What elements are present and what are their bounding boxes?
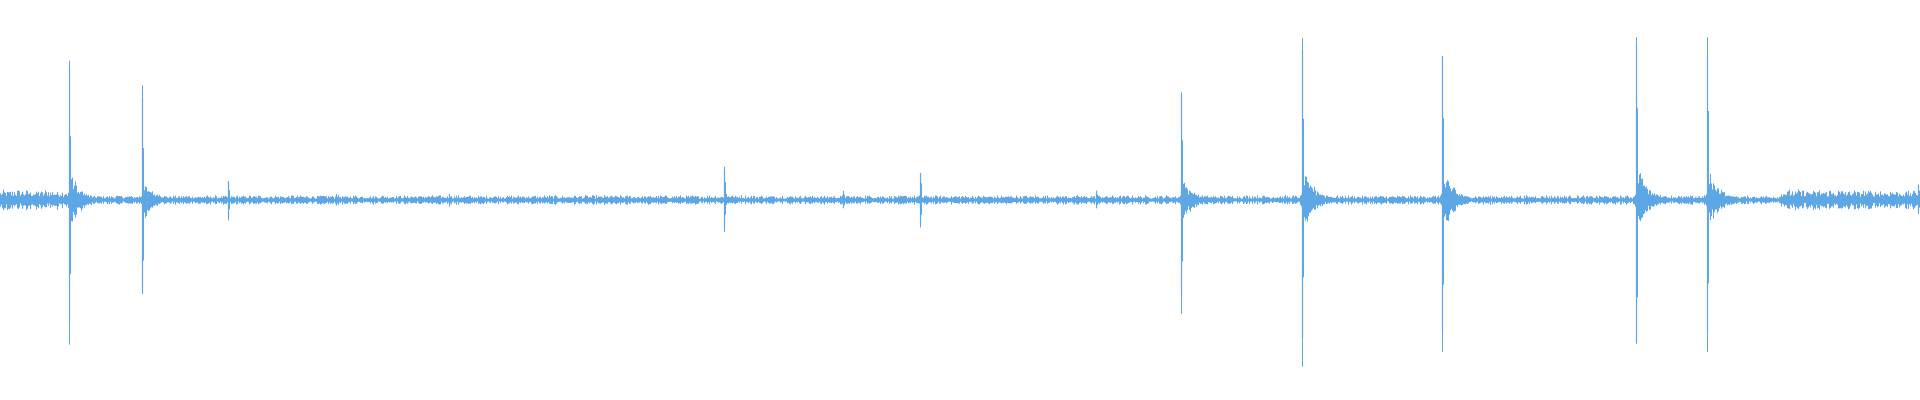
waveform-group (0, 37, 1920, 367)
waveform-signal (0, 37, 1920, 367)
